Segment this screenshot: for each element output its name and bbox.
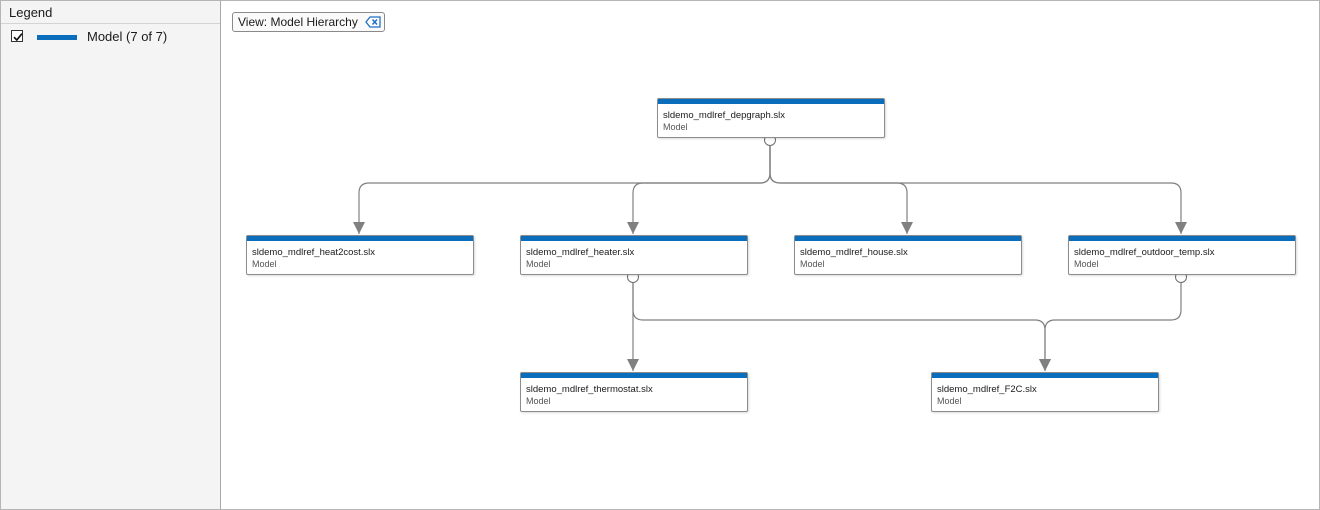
model-visibility-checkbox[interactable] — [11, 30, 23, 42]
node-model-depgraph[interactable]: sldemo_mdlref_depgraph.slx Model — [657, 98, 885, 138]
node-type: Model — [937, 396, 962, 406]
edge-root-house[interactable] — [769, 146, 913, 234]
legend-divider — [1, 23, 220, 24]
node-model-heat2cost[interactable]: sldemo_mdlref_heat2cost.slx Model — [246, 235, 474, 275]
edge-root-outdoor[interactable] — [769, 146, 1187, 234]
node-name: sldemo_mdlref_outdoor_temp.slx — [1074, 247, 1215, 258]
edge-heater-f2c[interactable] — [632, 283, 1051, 371]
model-type-bar — [521, 236, 747, 241]
node-name: sldemo_mdlref_thermostat.slx — [526, 384, 653, 395]
node-model-thermostat[interactable]: sldemo_mdlref_thermostat.slx Model — [520, 372, 748, 412]
view-filter-chip[interactable]: View: Model Hierarchy — [232, 12, 385, 32]
node-model-f2c[interactable]: sldemo_mdlref_F2C.slx Model — [931, 372, 1159, 412]
node-name: sldemo_mdlref_heat2cost.slx — [252, 247, 376, 258]
model-type-bar — [658, 99, 884, 104]
model-type-bar — [932, 373, 1158, 378]
node-model-heater[interactable]: sldemo_mdlref_heater.slx Model — [520, 235, 748, 275]
node-model-house[interactable]: sldemo_mdlref_house.slx Model — [794, 235, 1022, 275]
node-name: sldemo_mdlref_house.slx — [800, 247, 908, 258]
node-name: sldemo_mdlref_heater.slx — [526, 247, 635, 258]
node-name: sldemo_mdlref_depgraph.slx — [663, 110, 785, 121]
node-name: sldemo_mdlref_F2C.slx — [937, 384, 1037, 395]
model-color-swatch — [37, 35, 77, 40]
node-type: Model — [1074, 259, 1099, 269]
model-type-bar — [1069, 236, 1295, 241]
legend-panel: Legend Model (7 of 7) — [1, 1, 221, 509]
clear-filter-icon[interactable] — [364, 15, 381, 29]
node-type: Model — [526, 259, 551, 269]
legend-item-label: Model (7 of 7) — [87, 29, 168, 44]
view-label: View: Model Hierarchy — [238, 15, 358, 29]
node-type: Model — [800, 259, 825, 269]
model-type-bar — [795, 236, 1021, 241]
graph-canvas[interactable]: View: Model Hierarchy sldemo_mdlref_depg… — [221, 1, 1319, 509]
node-type: Model — [252, 259, 277, 269]
node-type: Model — [526, 396, 551, 406]
node-type: Model — [663, 122, 688, 132]
edge-root-heat2cost[interactable] — [353, 146, 771, 234]
legend-item-model[interactable]: Model (7 of 7) — [1, 28, 220, 48]
edge-root-heater[interactable] — [627, 146, 771, 234]
model-type-bar — [247, 236, 473, 241]
legend-title: Legend — [9, 5, 53, 20]
node-model-outdoor-temp[interactable]: sldemo_mdlref_outdoor_temp.slx Model — [1068, 235, 1296, 275]
checkmark-icon — [13, 33, 23, 42]
edge-outdoor-f2c[interactable] — [1039, 283, 1182, 371]
model-type-bar — [521, 373, 747, 378]
